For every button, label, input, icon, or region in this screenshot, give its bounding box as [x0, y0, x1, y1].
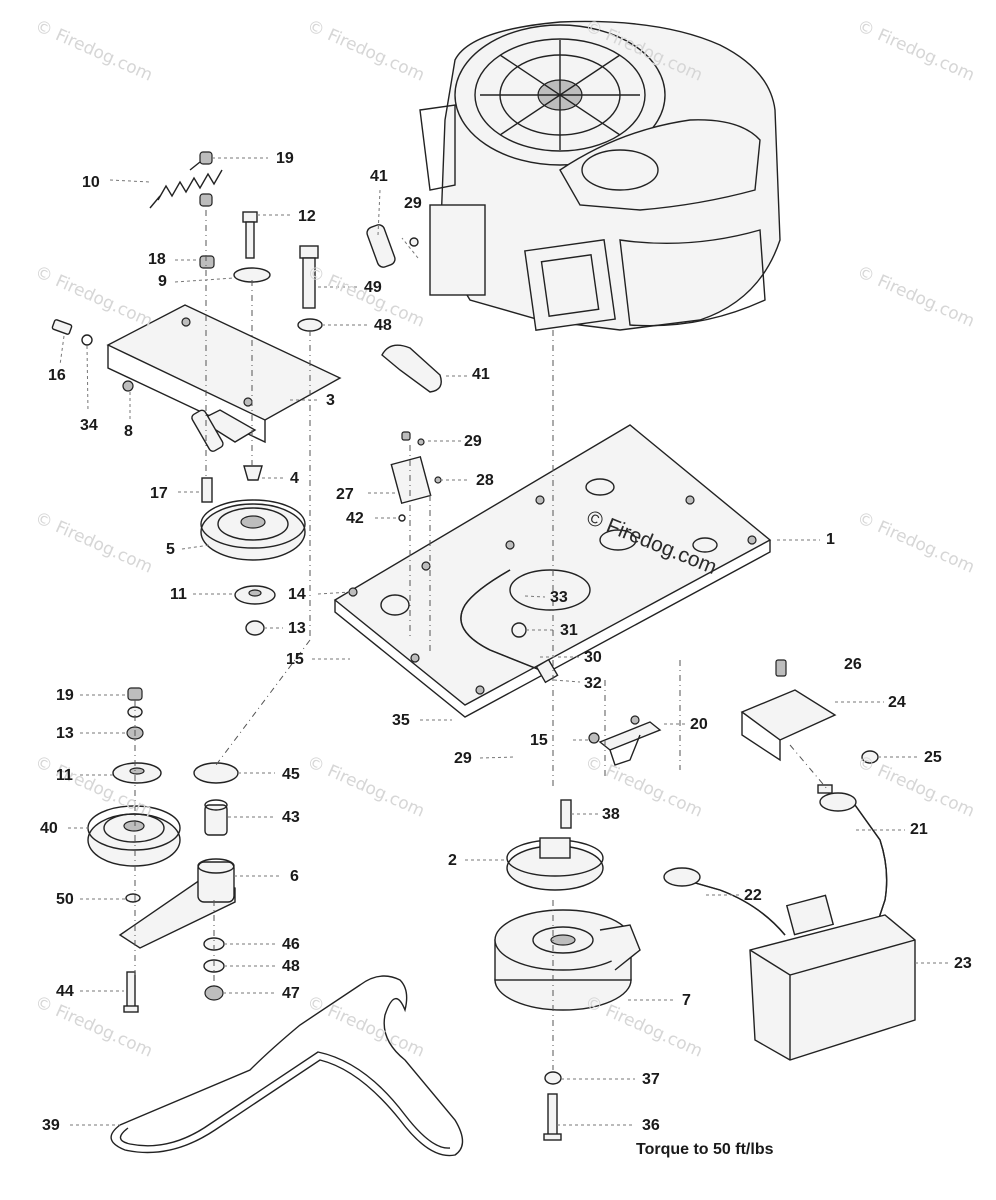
drive-belt: [110, 975, 464, 1157]
switch-assembly: [390, 431, 442, 522]
connector-41-upper: [366, 224, 419, 268]
callout-17: 17: [150, 485, 168, 502]
callout-49: 49: [364, 279, 382, 296]
callout-12: 12: [298, 208, 316, 225]
callout-14: 14: [288, 586, 306, 603]
callout-29-top: 29: [404, 195, 422, 212]
callout-1: 1: [826, 531, 835, 548]
electric-clutch: [494, 909, 641, 1141]
callout-42: 42: [346, 510, 364, 527]
bracket-20: [588, 715, 662, 766]
leader-lines: [59, 157, 950, 1126]
callout-5: 5: [166, 541, 175, 558]
idler-arm: [118, 762, 239, 1001]
callout-48-bottom: 48: [282, 958, 300, 975]
callout-24: 24: [888, 694, 906, 711]
callout-6: 6: [290, 868, 299, 885]
callout-35: 35: [392, 712, 410, 729]
engine-assembly: [419, 20, 781, 331]
callout-9: 9: [158, 273, 167, 290]
callout-45: 45: [282, 766, 300, 783]
callout-33: 33: [550, 589, 568, 606]
callout-25: 25: [924, 749, 942, 766]
idler-pulley-upper: [200, 465, 306, 636]
callout-44: 44: [56, 983, 74, 1000]
callout-34: 34: [80, 417, 98, 434]
callout-28: 28: [476, 472, 494, 489]
callout-4: 4: [290, 470, 299, 487]
callout-3: 3: [326, 392, 335, 409]
callout-10: 10: [82, 174, 100, 191]
callout-40: 40: [40, 820, 58, 837]
callout-29-mid: 29: [464, 433, 482, 450]
callout-20: 20: [690, 716, 708, 733]
callout-19-top: 19: [276, 150, 294, 167]
callout-41-top: 41: [370, 168, 388, 185]
callout-43: 43: [282, 809, 300, 826]
callout-11-top: 11: [170, 586, 187, 603]
spring: [149, 161, 223, 209]
muffler-assembly: [663, 792, 916, 1061]
callout-29-bottom: 29: [454, 750, 472, 767]
callout-21: 21: [910, 821, 928, 838]
callout-11-bottom: 11: [56, 767, 73, 784]
callout-30: 30: [584, 649, 602, 666]
callout-15-right: 15: [530, 732, 548, 749]
callout-22: 22: [744, 887, 762, 904]
callout-23: 23: [954, 955, 972, 972]
torque-note: Torque to 50 ft/lbs: [636, 1141, 774, 1158]
callout-26: 26: [844, 656, 862, 673]
callout-19-bottom: 19: [56, 687, 74, 704]
fuel-line: [460, 569, 559, 684]
callout-8: 8: [124, 423, 133, 440]
center-lines: [134, 210, 829, 1070]
callout-39: 39: [42, 1117, 60, 1134]
callout-27: 27: [336, 486, 354, 503]
callout-50: 50: [56, 891, 74, 908]
callout-47: 47: [282, 985, 300, 1002]
callout-46: 46: [282, 936, 300, 953]
hardware-upper: [199, 151, 323, 332]
callout-13-bottom: 13: [56, 725, 74, 742]
connector-41-lower: [381, 344, 442, 393]
callout-41-mid: 41: [472, 366, 490, 383]
callout-48-top: 48: [374, 317, 392, 334]
idler-pulley-lower: [87, 687, 181, 1013]
callout-31: 31: [560, 622, 578, 639]
callout-15-left: 15: [286, 651, 304, 668]
callout-36: 36: [642, 1117, 660, 1134]
idler-bracket: [51, 304, 342, 452]
callout-38: 38: [602, 806, 620, 823]
callout-2: 2: [448, 852, 457, 869]
callout-32: 32: [584, 675, 602, 692]
callout-7: 7: [682, 992, 691, 1009]
callout-37: 37: [642, 1071, 660, 1088]
callout-13-top: 13: [288, 620, 306, 637]
callout-16: 16: [48, 367, 66, 384]
bracket-24: [740, 659, 879, 794]
callout-18: 18: [148, 251, 166, 268]
engine-pulley: [506, 799, 604, 891]
